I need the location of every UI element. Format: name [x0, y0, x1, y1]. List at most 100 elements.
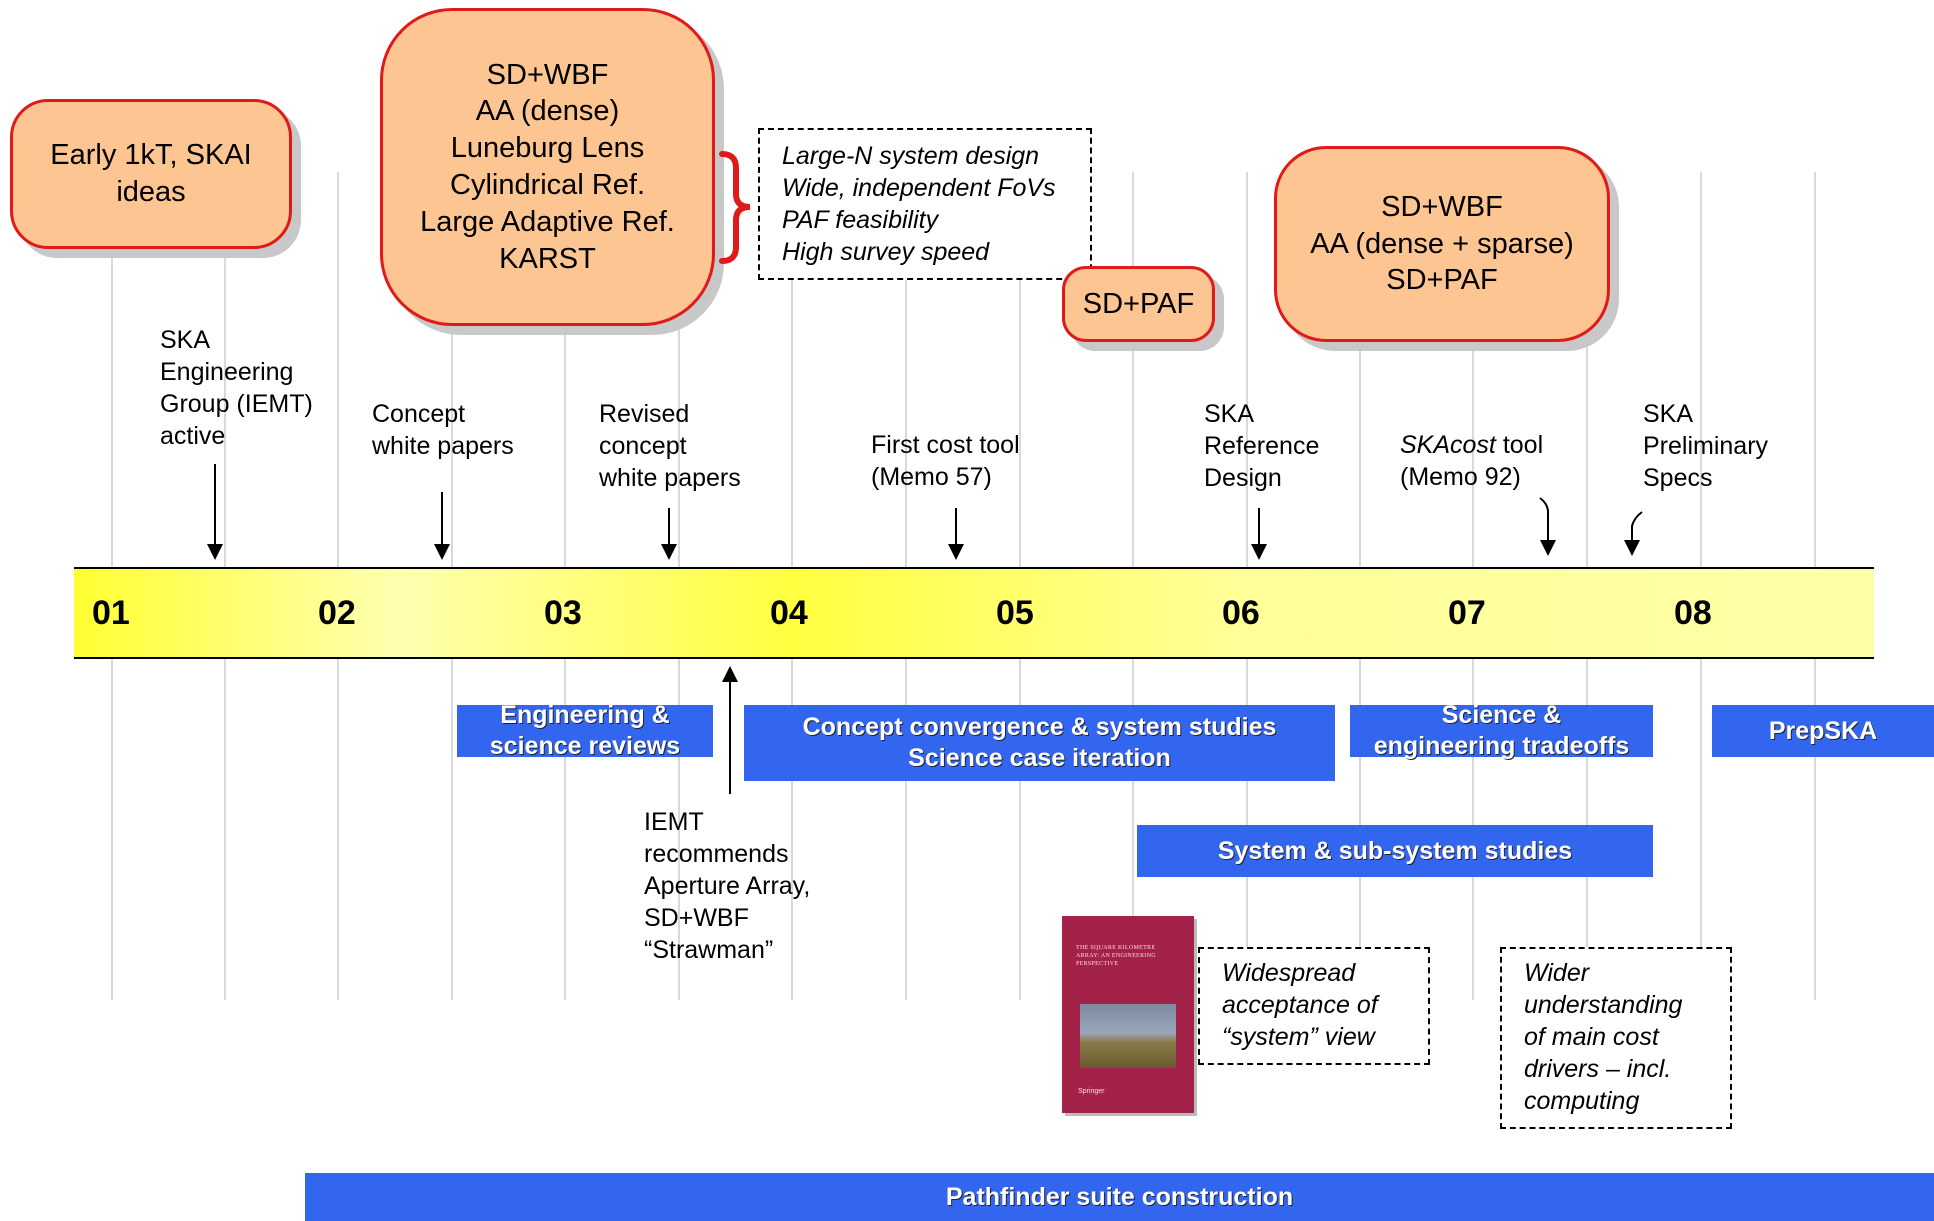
bar-line: Pathfinder suite construction [945, 1182, 1294, 1211]
milestone-arrow [948, 508, 964, 560]
bar-line: Engineering & [500, 701, 670, 729]
bubble-line: SD+PAF [1082, 287, 1195, 320]
label-line: SKA [1204, 400, 1255, 428]
skacost-rest: tool [1495, 431, 1544, 459]
prepska-bar: PrepSKA [1712, 705, 1934, 757]
milestone-arrow [1251, 508, 1267, 560]
milestone-cost-tool-label: First cost tool (Memo 57) [871, 429, 1020, 493]
note-line: Wide, independent FoVs [782, 174, 1056, 202]
label-line: SKA [160, 326, 211, 354]
bar-line: Science & [1441, 701, 1562, 729]
label-line: Revised [599, 400, 690, 428]
bar-line: Science case iteration [908, 744, 1171, 772]
label-line: concept [599, 432, 687, 460]
engineering-reviews-bar: Engineering & science reviews [457, 701, 713, 760]
bubble-line: SD+WBF [486, 58, 609, 91]
large-n-note-box: Large-N system design Wide, independent … [758, 128, 1092, 280]
science-tradeoffs-bar: Science & engineering tradeoffs [1350, 701, 1653, 760]
label-line: SD+WBF [644, 904, 749, 932]
sd-paf-bubble: SD+PAF [1062, 266, 1215, 342]
note-line: of main cost [1524, 1023, 1659, 1051]
year-label: 06 [1222, 594, 1260, 632]
subsystem-studies-bar: System & sub-system studies [1137, 825, 1653, 877]
note-line: understanding [1524, 991, 1683, 1019]
wider-note-box: Wider understanding of main cost drivers… [1500, 947, 1732, 1129]
book-photo [1080, 1004, 1176, 1068]
book-title: THE SQUARE KILOMETRE ARRAY: AN ENGINEERI… [1076, 945, 1156, 967]
label-line: white papers [372, 432, 514, 460]
year-label: 01 [92, 594, 130, 632]
year-label: 02 [318, 594, 356, 632]
pathfinder-bar: Pathfinder suite construction [305, 1173, 1934, 1221]
milestone-arrow [434, 492, 450, 560]
timeline-band [74, 567, 1874, 659]
label-line: Aperture Array, [644, 872, 811, 900]
bar-line: Concept convergence & system studies [802, 713, 1277, 741]
label-line: Engineering [160, 358, 294, 386]
note-line: Widespread [1222, 959, 1356, 987]
year-label: 03 [544, 594, 582, 632]
bubble-line: Luneburg Lens [450, 132, 645, 165]
label-line: First cost tool [871, 431, 1020, 459]
year-label: 07 [1448, 594, 1486, 632]
milestone-iemt-label: SKA Engineering Group (IEMT) active [160, 324, 313, 452]
bubble-line: AA (dense) [475, 95, 620, 128]
note-line: High survey speed [782, 238, 990, 266]
iemt-recommends-arrow [722, 666, 738, 794]
milestone-arrow [207, 464, 223, 560]
label-line: Specs [1643, 464, 1713, 492]
concept-convergence-bar: Concept convergence & system studies Sci… [744, 705, 1335, 781]
label-line: Design [1204, 464, 1282, 492]
note-line: Large-N system design [782, 142, 1040, 170]
year-label: 04 [770, 594, 808, 632]
label-line: white papers [599, 464, 741, 492]
early-ideas-bubble: Early 1kT, SKAI ideas [10, 99, 292, 249]
label-line: recommends [644, 840, 789, 868]
widespread-note-box: Widespread acceptance of “system” view [1198, 947, 1430, 1065]
milestone-skacost-label: SKAcost tool (Memo 92) [1400, 429, 1543, 493]
bubble-line: SD+PAF [1386, 264, 1498, 297]
bar-line: engineering tradeoffs [1373, 732, 1630, 760]
bubble-line: Cylindrical Ref. [450, 169, 645, 201]
bar-line: System & sub-system studies [1217, 836, 1573, 865]
concepts-bubble: SD+WBF AA (dense) Luneburg Lens Cylindri… [380, 8, 715, 326]
skacost-italic: SKAcost [1400, 431, 1496, 459]
bubble-line: SD+WBF [1381, 190, 1503, 223]
label-line: Reference [1204, 432, 1320, 460]
later-concepts-bubble: SD+WBF AA (dense + sparse) SD+PAF [1274, 146, 1610, 342]
book-cover-image: THE SQUARE KILOMETRE ARRAY: AN ENGINEERI… [1062, 916, 1194, 1113]
milestone-white-papers-label: Concept white papers [372, 398, 514, 462]
milestone-ref-design-label: SKA Reference Design [1204, 398, 1319, 494]
note-line: computing [1524, 1087, 1640, 1115]
year-label: 05 [996, 594, 1034, 632]
milestone-prelim-label: SKA Preliminary Specs [1643, 398, 1768, 494]
bar-line: science reviews [489, 732, 681, 760]
note-line: Wider [1524, 959, 1590, 987]
bubble-line: AA (dense + sparse) [1310, 227, 1574, 260]
note-line: “system” view [1222, 1023, 1375, 1051]
label-line: Group (IEMT) [160, 390, 313, 418]
note-line: drivers – incl. [1524, 1055, 1672, 1083]
label-line: IEMT [644, 808, 704, 836]
bubble-line: Early 1kT, SKAI [50, 139, 252, 172]
label-line: Preliminary [1643, 432, 1769, 460]
label-line: “Strawman” [644, 936, 774, 964]
curly-brace [719, 151, 751, 264]
iemt-recommends-label: IEMT recommends Aperture Array, SD+WBF “… [644, 806, 810, 966]
label-line: active [160, 422, 226, 450]
year-label: 08 [1674, 594, 1712, 632]
book-publisher: Springer [1078, 1088, 1105, 1095]
bubble-line: ideas [116, 176, 186, 208]
note-line: PAF feasibility [782, 206, 939, 234]
label-line: SKA [1643, 400, 1694, 428]
milestone-arrow [1624, 511, 1643, 556]
bubble-line: Large Adaptive Ref. [420, 205, 675, 238]
note-line: acceptance of [1222, 991, 1378, 1019]
milestone-revised-label: Revised concept white papers [599, 398, 741, 494]
milestone-arrow [1539, 497, 1556, 556]
label-line: Concept [372, 400, 466, 428]
bubble-line: KARST [499, 242, 596, 275]
label-line: (Memo 57) [871, 463, 992, 491]
milestone-arrow [661, 508, 677, 560]
label-line: (Memo 92) [1400, 463, 1521, 491]
